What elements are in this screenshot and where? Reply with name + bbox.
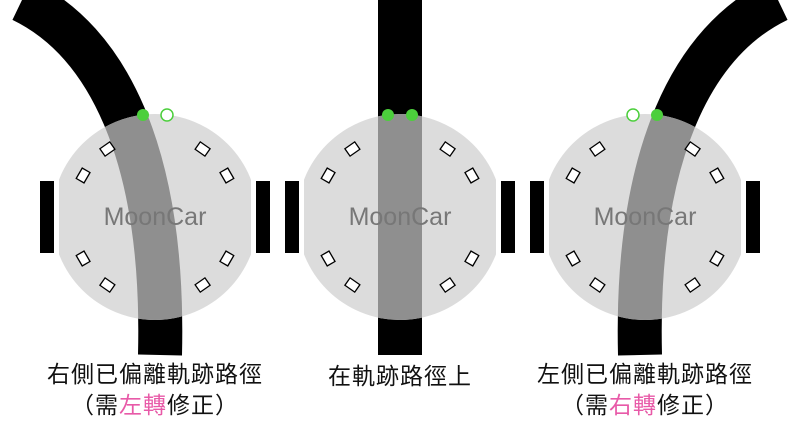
rim-marker <box>565 167 581 184</box>
right-sensor-indicator <box>651 109 663 121</box>
rim-marker <box>439 276 457 294</box>
rim-marker <box>684 276 702 294</box>
caption-left-line2: （需左轉修正） <box>25 391 285 422</box>
left-wheel <box>40 181 54 253</box>
robot-right: MoonCar <box>530 0 789 356</box>
left-sensor-indicator <box>137 109 149 121</box>
rim-marker <box>565 250 581 267</box>
left-wheel-gap <box>544 170 549 264</box>
rim-marker <box>194 140 212 158</box>
rim-marker <box>464 167 480 184</box>
right-wheel <box>746 181 760 253</box>
robot-left: MoonCar <box>11 0 270 356</box>
caption-left: 右側已偏離軌跡路徑 （需左轉修正） <box>25 360 285 422</box>
caption-right-line1: 左側已偏離軌跡路徑 <box>537 362 753 388</box>
rim-marker <box>75 167 91 184</box>
right-sensor-indicator <box>406 109 418 121</box>
caption-left-highlight: 左轉 <box>119 393 167 419</box>
rim-marker <box>98 276 116 294</box>
robot-center: MoonCar <box>285 0 515 355</box>
right-wheel-gap <box>251 170 256 264</box>
rim-marker <box>709 250 725 267</box>
left-wheel-gap <box>54 170 59 264</box>
robot-logo: MoonCar <box>594 203 697 231</box>
caption-left-prefix: （需 <box>71 393 119 419</box>
caption-left-suffix: 修正） <box>167 393 239 419</box>
rim-marker <box>320 167 336 184</box>
rim-marker <box>464 250 480 267</box>
rim-marker <box>343 276 361 294</box>
rim-marker <box>343 140 361 158</box>
right-wheel <box>256 181 270 253</box>
left-sensor-indicator <box>382 109 394 121</box>
caption-center-line1: 在軌跡路徑上 <box>328 364 472 390</box>
caption-right-suffix: 修正） <box>657 393 729 419</box>
caption-center: 在軌跡路徑上 <box>270 362 530 393</box>
caption-left-line1: 右側已偏離軌跡路徑 <box>47 362 263 388</box>
left-wheel <box>285 181 299 253</box>
rim-marker <box>439 140 457 158</box>
robot-logo: MoonCar <box>349 203 452 231</box>
rim-marker <box>194 276 212 294</box>
left-wheel-gap <box>299 170 304 264</box>
right-wheel-gap <box>496 170 501 264</box>
rim-marker <box>219 250 235 267</box>
rim-marker <box>98 140 116 158</box>
caption-right-highlight: 右轉 <box>609 393 657 419</box>
right-wheel <box>501 181 515 253</box>
right-wheel-gap <box>741 170 746 264</box>
caption-right: 左側已偏離軌跡路徑 （需右轉修正） <box>515 360 775 422</box>
rim-marker <box>588 140 606 158</box>
left-sensor-indicator <box>626 108 640 122</box>
right-sensor-indicator <box>160 108 174 122</box>
rim-marker <box>588 276 606 294</box>
caption-right-line2: （需右轉修正） <box>515 391 775 422</box>
rim-marker <box>709 167 725 184</box>
caption-right-prefix: （需 <box>561 393 609 419</box>
rim-marker <box>320 250 336 267</box>
rim-marker <box>75 250 91 267</box>
rim-marker <box>684 140 702 158</box>
robot-logo: MoonCar <box>104 203 207 231</box>
rim-marker <box>219 167 235 184</box>
left-wheel <box>530 181 544 253</box>
